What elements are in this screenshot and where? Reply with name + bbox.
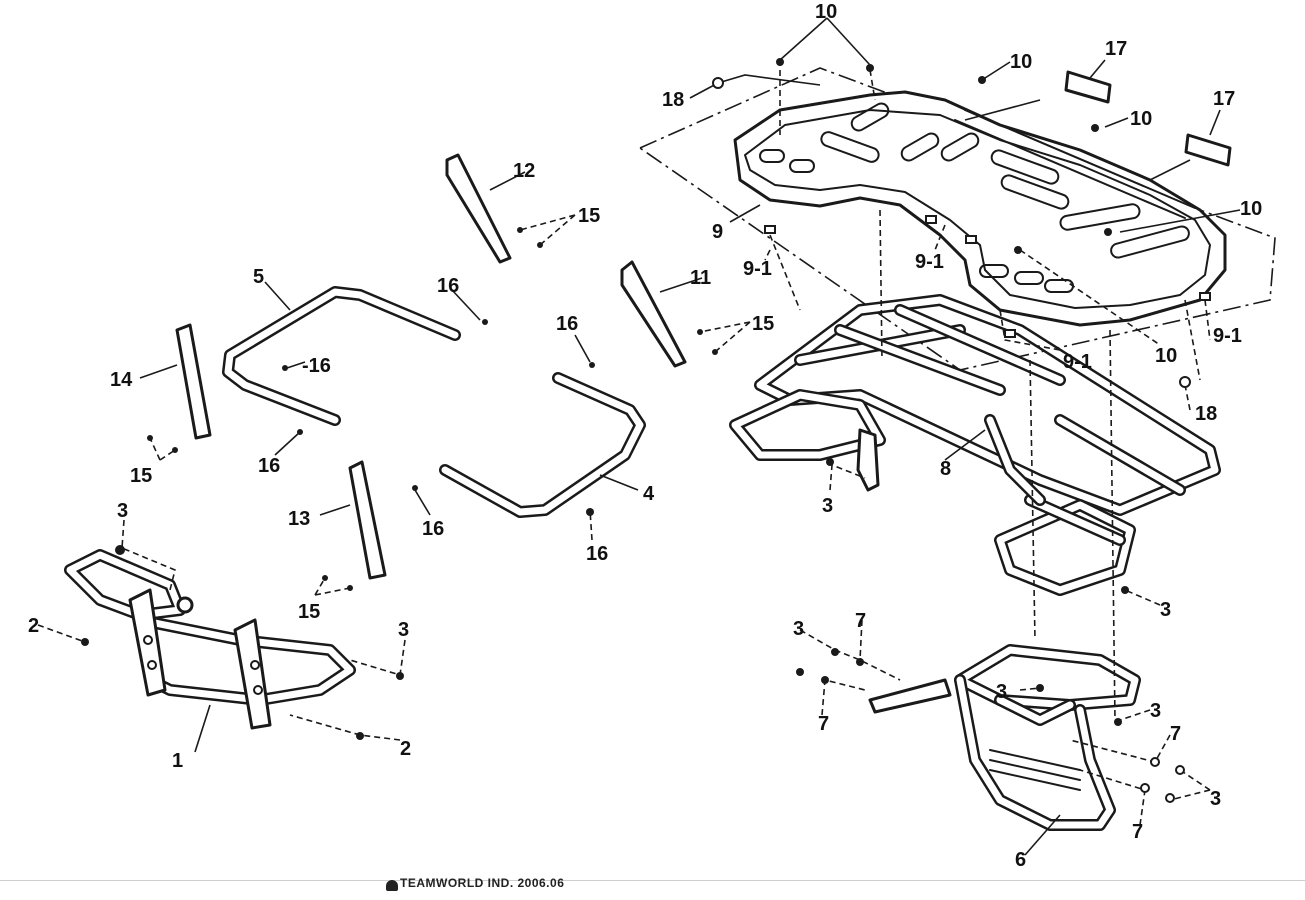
- callout-18: 18: [662, 89, 684, 111]
- callout-7: 7: [1170, 723, 1181, 745]
- front-bumper: [64, 549, 356, 730]
- callout-11: 11: [690, 267, 711, 289]
- callout-3: 3: [793, 618, 804, 640]
- callout-labels: 10 10 10 10 10 17 17 18 18 9 9-1 9-1 9-1…: [28, 1, 1262, 871]
- frame-bar-4: [439, 372, 646, 518]
- callout-9-1: 9-1: [743, 258, 772, 280]
- callout-9-1: 9-1: [1063, 351, 1092, 373]
- callout-2: 2: [28, 615, 39, 637]
- callout-10: 10: [1130, 108, 1152, 130]
- fender-stay-13: [348, 460, 387, 580]
- callout-10: 10: [1155, 345, 1177, 367]
- fasteners: [81, 58, 1211, 803]
- callout-3: 3: [996, 681, 1007, 703]
- callout-3: 3: [1210, 788, 1221, 810]
- callout-16: -16: [302, 355, 331, 377]
- footer-copyright-text: TEAMWORLD IND. 2006.06: [400, 876, 565, 890]
- callout-5: 5: [253, 266, 264, 288]
- callout-16: 16: [556, 313, 578, 335]
- callout-2: 2: [400, 738, 411, 760]
- callout-7: 7: [1132, 821, 1143, 843]
- callout-16: 16: [586, 543, 608, 565]
- callout-1: 1: [172, 750, 183, 772]
- callout-10: 10: [1240, 198, 1262, 220]
- callout-13: 13: [288, 508, 310, 530]
- callout-3: 3: [117, 500, 128, 522]
- rear-bumper: [868, 644, 1141, 831]
- callout-9-1: 9-1: [915, 251, 944, 273]
- callout-17: 17: [1213, 88, 1235, 110]
- rear-carrier-frame: [729, 294, 1221, 596]
- footer-divider: [0, 880, 1305, 881]
- callout-4: 4: [643, 483, 655, 505]
- callout-14: 14: [110, 369, 133, 391]
- callout-7: 7: [855, 610, 866, 632]
- callout-7: 7: [818, 713, 829, 735]
- callout-10: 10: [1010, 51, 1032, 73]
- callout-6: 6: [1015, 849, 1026, 871]
- callout-15: 15: [298, 601, 320, 623]
- callout-16: 16: [422, 518, 444, 540]
- company-logo-icon: [386, 880, 398, 891]
- callout-15: 15: [130, 465, 152, 487]
- callout-9: 9: [712, 221, 723, 243]
- callout-17: 17: [1105, 38, 1127, 60]
- plate-17a: [1064, 70, 1112, 104]
- fender-stay-11: [620, 260, 687, 368]
- callout-8: 8: [940, 458, 951, 480]
- callout-15: 15: [752, 313, 774, 335]
- callout-3: 3: [398, 619, 409, 641]
- frame-bar-5: [222, 286, 461, 426]
- callout-15: 15: [578, 205, 600, 227]
- callout-10: 10: [815, 1, 837, 23]
- callout-3: 3: [1160, 599, 1171, 621]
- callout-3: 3: [1150, 700, 1161, 722]
- callout-18: 18: [1195, 403, 1217, 425]
- plate-17b: [1184, 133, 1232, 167]
- callout-12: 12: [513, 160, 535, 182]
- callout-16: 16: [437, 275, 459, 297]
- fender-stay-12: [445, 153, 512, 264]
- fender-stay-14: [175, 323, 212, 440]
- callout-3: 3: [822, 495, 833, 517]
- rear-rack-panel: [639, 67, 1276, 371]
- footer-copyright: TEAMWORLD IND. 2006.06: [386, 876, 564, 890]
- callout-16: 16: [258, 455, 280, 477]
- callout-9-1: 9-1: [1213, 325, 1242, 347]
